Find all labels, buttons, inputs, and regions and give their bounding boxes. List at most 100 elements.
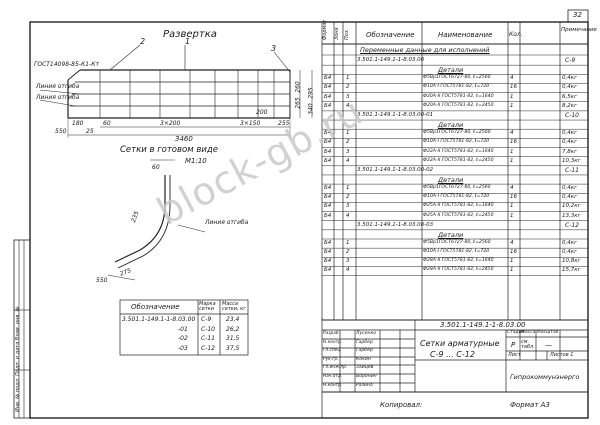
spec-item-name: Ф20А-II ГОСТ5781-82, ℓ=1640 xyxy=(423,93,494,99)
spec-item-name: Ф10А-I ГОСТ5781-82, ℓ=720 xyxy=(423,139,490,145)
callout-3: 3 xyxy=(271,44,277,53)
spec-item-pos: 2 xyxy=(346,139,350,146)
spec-item-qty: 1 xyxy=(510,93,514,100)
spec-item-qty: 4 xyxy=(510,185,514,192)
spec-item-note: 6,5кг xyxy=(562,93,577,100)
title-sheets-label: Листов 1 xyxy=(550,352,574,358)
dim-3x200: 3×200 xyxy=(160,120,181,127)
spec-item-pos: 1 xyxy=(346,185,350,192)
view-bend-line-label: Линия отгиба xyxy=(205,219,249,226)
staff-name: Кокин xyxy=(356,356,371,362)
spec-header-zone: Зона xyxy=(334,27,340,40)
spec-group-note: С-9 xyxy=(565,57,576,64)
spec-group-note: С-12 xyxy=(565,221,579,229)
spec-grid xyxy=(321,22,588,320)
spec-item-format: Б4 xyxy=(324,258,332,265)
spec-item-qty: 1 xyxy=(510,102,514,109)
spec-header-qty: Кол. xyxy=(509,31,523,38)
spec-header-name: Наименование xyxy=(438,31,493,39)
spec-item-note: 0,4кг xyxy=(562,194,577,201)
spec-item-pos: 2 xyxy=(346,194,350,201)
spec-item-name: Ф28А-II ГОСТ5781-82, ℓ=1640 xyxy=(423,258,494,264)
spec-item-name: Ф25А-II ГОСТ5781-82, ℓ=1640 xyxy=(423,203,494,209)
dim-550: 550 xyxy=(55,128,67,135)
spec-item-format: Б4 xyxy=(324,84,332,91)
callout-1: 1 xyxy=(185,37,191,46)
spec-item-qty: 1 xyxy=(510,148,514,155)
staff-name: Зайцев xyxy=(356,365,374,371)
spec-group-designation: 3.501.1-149.1-1-8.03.00 xyxy=(357,57,425,63)
mass-row-mass: 26,2 xyxy=(226,325,240,333)
unfolded-mesh xyxy=(39,44,313,138)
footer-copied: Копировал: xyxy=(380,401,423,409)
spec-section-title: Детали xyxy=(438,66,464,75)
view-scale: М1:10 xyxy=(185,157,207,165)
mass-row-mark: С-12 xyxy=(201,344,215,352)
spec-item-note: 8,2кг xyxy=(562,102,577,109)
spec-item-qty: 1 xyxy=(510,267,514,274)
bend-line-label-1: Линия отгиба xyxy=(36,83,80,90)
title-stage: Р xyxy=(511,341,516,349)
spec-item-format: Б4 xyxy=(324,194,332,201)
mass-row-mark: С-10 xyxy=(201,325,215,333)
spec-item-qty: 4 xyxy=(510,75,514,82)
staff-name: Гарбер xyxy=(356,348,373,354)
spec-item-format: Б4 xyxy=(324,240,332,246)
spec-item-name: Ф5Вр1ГОСТ6727-80, ℓ=2560 xyxy=(423,130,491,136)
spec-item-format: Б4 xyxy=(324,185,332,192)
spec-item-note: 10,8кг xyxy=(562,258,581,265)
spec-item-format: Б4 xyxy=(324,139,332,146)
staff-name: Разина xyxy=(356,382,373,388)
spec-header-note: Примечание xyxy=(561,27,597,33)
dim-260: 260 xyxy=(294,81,302,93)
spec-group-note: С-10 xyxy=(565,111,579,119)
sheet-number: 32 xyxy=(573,11,582,19)
staff-role: Рук.гр. xyxy=(323,356,339,362)
spec-item-pos: 3 xyxy=(346,93,350,100)
footer-format: Формат А3 xyxy=(510,401,550,409)
spec-item-format: Б4 xyxy=(324,130,332,137)
spec-variable-header: Переменные данные для исполнений xyxy=(360,46,490,54)
spec-section-title: Детали xyxy=(438,175,464,184)
dim-255: 255 xyxy=(278,120,290,127)
spec-item-note: 0,4кг xyxy=(562,130,577,137)
spec-item-note: 0,4кг xyxy=(562,75,577,82)
spec-item-qty: 16 xyxy=(510,84,517,91)
spec-item-format: Б4 xyxy=(324,203,332,210)
staff-name: Воронин xyxy=(356,374,377,379)
drawing-title: Развертка xyxy=(163,29,217,40)
view-title: Сетки в готовом виде xyxy=(120,145,218,155)
view-dim-60: 60 xyxy=(152,164,160,171)
spec-item-format: Б4 xyxy=(324,148,332,155)
mass-header-designation: Обозначение xyxy=(131,303,180,311)
title-sheet-label: Лист xyxy=(508,352,521,358)
dim-3460: 3460 xyxy=(175,135,193,143)
spec-item-name: Ф25А-II ГОСТ5781-82, ℓ=2450 xyxy=(423,212,494,218)
spec-item-name: Ф22А-II ГОСТ5781-82, ℓ=2450 xyxy=(423,157,494,163)
spec-item-name: Ф22А-II ГОСТ5781-82, ℓ=1640 xyxy=(423,148,494,154)
view-dim-550: 550 xyxy=(96,277,108,284)
spec-section-title: Детали xyxy=(438,230,464,239)
spec-item-pos: 3 xyxy=(346,258,350,265)
spec-item-pos: 4 xyxy=(346,212,350,219)
spec-item-name: Ф5Вр1ГОСТ6727-80, ℓ=2560 xyxy=(423,240,491,245)
title-block-grid xyxy=(321,318,588,418)
mass-row-designation: -01 xyxy=(178,325,188,333)
spec-item-note: 10,2кг xyxy=(562,203,581,210)
staff-name: Лусенко xyxy=(356,331,377,336)
spec-section-title: Детали xyxy=(438,121,464,130)
dim-200: 200 xyxy=(256,109,268,116)
spec-item-pos: 1 xyxy=(346,240,350,246)
standard-label: ГОСТ14098-85-К1-Кт xyxy=(34,61,99,68)
spec-group-designation: 3.501.1-149.1-1-8.03.00-01 xyxy=(357,111,434,118)
spec-item-pos: 3 xyxy=(346,203,350,210)
spec-group-designation: 3.501.1-149.1-1-8.03.00-03 xyxy=(357,221,434,228)
spec-item-format: Б4 xyxy=(324,267,332,274)
mass-row-mark: С-11 xyxy=(201,335,215,342)
mass-row-mass: 23,4 xyxy=(226,316,240,323)
title-stage-header: Стадия xyxy=(507,330,525,335)
mass-row-designation: -02 xyxy=(178,335,188,342)
sidebar-stamp-text: Инв. № подл. Подп. и дата Взам. инв. № xyxy=(15,306,21,412)
